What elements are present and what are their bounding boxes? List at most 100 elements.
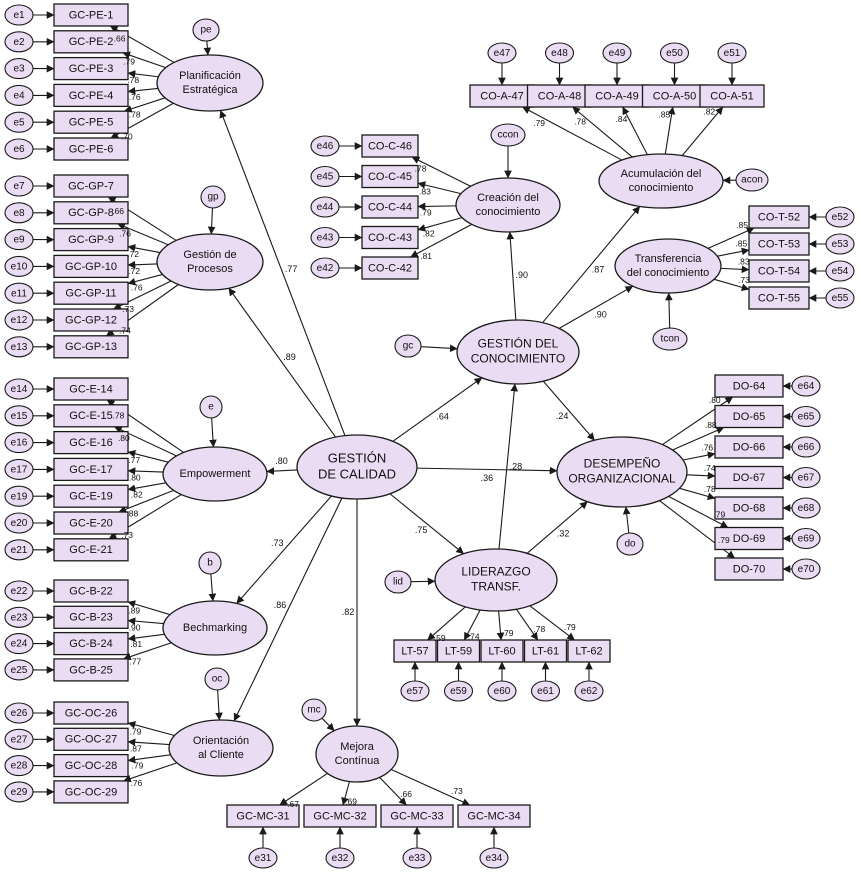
error-label: e23 — [11, 612, 28, 623]
error-label: e4 — [13, 91, 25, 102]
error-label: e3 — [13, 64, 25, 75]
indicator-lt-61: LT-61 — [523, 639, 568, 663]
disturbance-pe: pe — [192, 18, 220, 42]
indicator-label: GC-GP-7 — [68, 180, 114, 192]
indicator-label: GC-PE-4 — [69, 90, 114, 102]
error-e7: e7 — [4, 175, 34, 197]
disturbance-arrow — [207, 207, 216, 235]
loading-coefficient: .78 — [574, 117, 586, 127]
disturbance-oc: oc — [204, 667, 230, 691]
indicator-do-66: DO-66 — [714, 435, 784, 459]
error-label: e5 — [13, 117, 25, 128]
indicator-label: CO-A-48 — [538, 90, 581, 102]
indicator-label: GC-B-22 — [69, 585, 112, 597]
indicator-co-c-45: CO-C-45 — [361, 164, 419, 189]
loading-arrow — [682, 451, 716, 461]
loading-arrow — [127, 617, 164, 625]
disturbance-arrow — [321, 717, 335, 732]
indicator-gc-mc-31: GC-MC-31 — [226, 804, 300, 828]
disturbance-e: e — [199, 395, 223, 419]
loading-arrow — [463, 609, 481, 641]
loading-coefficient: .79 — [564, 622, 576, 632]
loading-coefficient: .74 — [704, 463, 716, 473]
indicator-label: DO-65 — [733, 411, 765, 423]
loading-arrow — [127, 633, 165, 642]
path-gc-lt — [389, 493, 465, 555]
error-label: e57 — [407, 686, 424, 697]
indicator-lt-59: LT-59 — [436, 639, 481, 663]
error-label: e14 — [11, 384, 28, 395]
error-label: e6 — [13, 144, 25, 155]
error-e25: e25 — [4, 659, 34, 681]
error-label: e50 — [666, 48, 683, 59]
loading-arrow — [127, 600, 171, 616]
error-label: e47 — [494, 48, 511, 59]
indicator-label: CO-C-45 — [368, 171, 412, 183]
indicator-label: GC-E-15 — [69, 410, 112, 422]
path-gc-pe — [219, 110, 346, 436]
latent-label: Empowerment — [180, 468, 251, 480]
latent-gp: Gestión de Procesos — [156, 233, 264, 291]
loading-coefficient: .73 — [451, 786, 463, 796]
disturbance-arrow — [209, 417, 217, 448]
disturbance-gp: gp — [200, 185, 226, 209]
path-coefficient: .86 — [274, 600, 287, 610]
latent-label: Estratégica — [182, 84, 238, 96]
path-gco-do — [542, 380, 595, 441]
indicator-label: CO-T-53 — [758, 238, 800, 250]
indicator-gc-pe-5: GC-PE-5 — [53, 110, 129, 134]
error-label: e66 — [798, 442, 815, 453]
latent-e: Empowerment — [162, 446, 268, 502]
error-label: e17 — [11, 465, 28, 476]
error-label: e21 — [11, 545, 28, 556]
loading-arrow — [713, 278, 750, 292]
loading-arrow — [127, 260, 158, 269]
error-e12: e12 — [4, 309, 34, 331]
indicator-do-64: DO-64 — [714, 374, 784, 398]
disturbance-label: mc — [307, 705, 320, 716]
error-label: e65 — [798, 412, 815, 423]
latent-label: Gestión de — [183, 249, 236, 261]
loading-coefficient: .73 — [121, 530, 133, 540]
loading-arrow — [279, 772, 328, 806]
path-gc-b — [236, 495, 332, 604]
indicator-label: CO-A-50 — [653, 90, 696, 102]
error-label: e54 — [832, 266, 849, 277]
error-label: e34 — [486, 853, 503, 864]
latent-label: TRANSF. — [471, 580, 521, 594]
indicator-label: GC-MC-34 — [467, 810, 520, 822]
indicator-do-67: DO-67 — [714, 465, 784, 490]
error-e3: e3 — [4, 58, 34, 80]
loading-coefficient: .78 — [415, 163, 427, 173]
indicator-gc-b-23: GC-B-23 — [53, 605, 129, 629]
path-coefficient: .90 — [516, 270, 529, 280]
error-e11: e11 — [4, 282, 34, 304]
error-e8: e8 — [4, 202, 34, 224]
error-e53: e53 — [825, 233, 855, 255]
loading-coefficient: .82 — [423, 228, 435, 238]
path-coefficient: .87 — [592, 265, 605, 275]
loading-coefficient: .80 — [709, 395, 721, 405]
loading-arrow — [417, 181, 461, 195]
loading-arrow — [720, 265, 750, 274]
error-e62: e62 — [574, 680, 604, 702]
path-coefficient: .36 — [481, 473, 494, 483]
indicator-gc-e-15: GC-E-15 — [53, 404, 129, 428]
path-coefficient: .90 — [594, 309, 607, 319]
error-label: e15 — [11, 411, 28, 422]
indicator-gc-gp-12: GC-GP-12 — [53, 308, 129, 332]
indicator-co-c-46: CO-C-46 — [361, 134, 419, 158]
latent-label: GESTIÓN DEL — [478, 336, 559, 351]
indicator-do-69: DO-69 — [714, 526, 784, 551]
indicator-lt-60: LT-60 — [480, 639, 524, 663]
loading-coefficient: .87 — [130, 744, 142, 754]
error-e59: e59 — [443, 680, 474, 702]
path-coefficient: .32 — [557, 529, 570, 539]
error-label: e67 — [798, 473, 815, 484]
loading-coefficient: .72 — [127, 249, 139, 259]
latent-label: Procesos — [187, 263, 233, 275]
